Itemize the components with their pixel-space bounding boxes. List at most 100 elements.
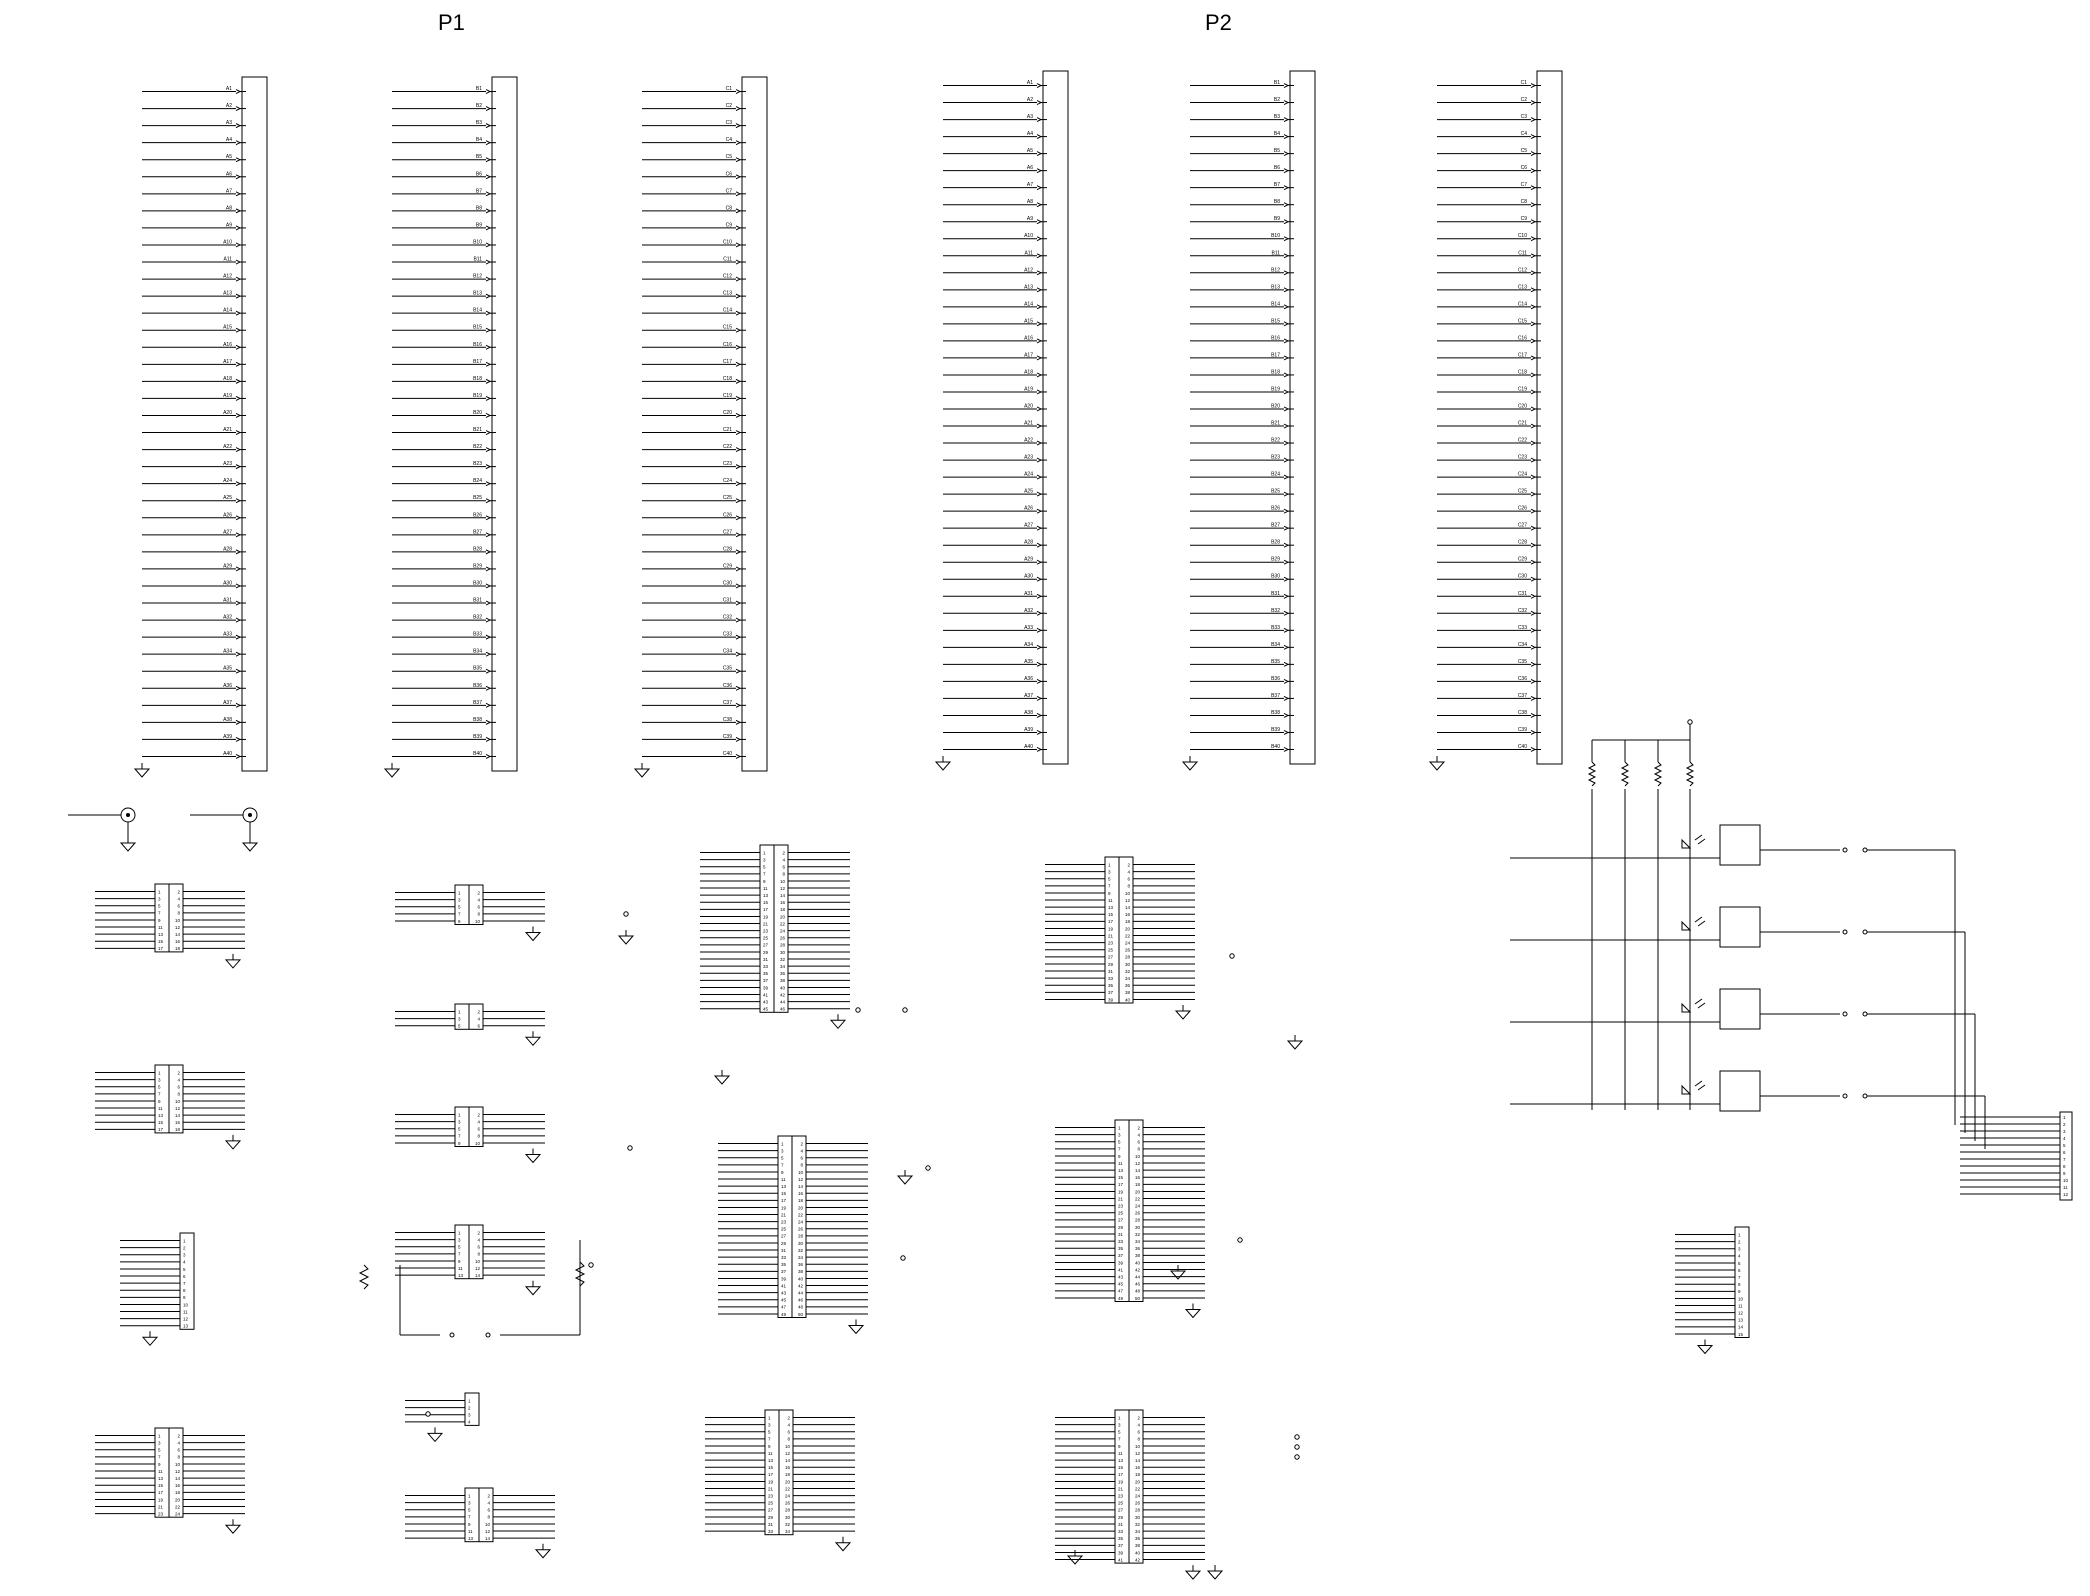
pin-number: 33 bbox=[763, 964, 769, 969]
pin-number: C18 bbox=[1518, 369, 1527, 375]
rca-inner-icon bbox=[248, 813, 252, 817]
pin-number: B10 bbox=[473, 239, 482, 245]
pin-number: 35 bbox=[1118, 1246, 1124, 1251]
ground-triangle bbox=[524, 1286, 542, 1296]
pin-number: C17 bbox=[1518, 352, 1527, 358]
cut-jumper-pin-icon bbox=[1842, 1011, 1848, 1017]
ground-icon bbox=[119, 837, 137, 852]
pin-number: B34 bbox=[1271, 642, 1280, 648]
pin-arrow bbox=[1283, 474, 1290, 480]
pin-number: 24 bbox=[798, 1219, 804, 1224]
cut-jumper-pin-icon bbox=[1862, 847, 1868, 853]
pin-arrow bbox=[735, 395, 742, 401]
pin-number: 1 bbox=[158, 889, 161, 894]
pin-number: 9 bbox=[1118, 1154, 1121, 1159]
pin-number: 14 bbox=[1738, 1325, 1744, 1330]
light-ray bbox=[1697, 1002, 1706, 1009]
spare485-extras bbox=[358, 1240, 586, 1338]
pin-number: 26 bbox=[798, 1227, 804, 1232]
pin-number: B27 bbox=[473, 529, 482, 535]
pin-number: 2 bbox=[183, 1245, 186, 1250]
pin-arrow bbox=[1530, 100, 1537, 105]
pin-number: 15 bbox=[1118, 1175, 1124, 1180]
pin-arrow bbox=[1036, 287, 1043, 293]
pin-number: B37 bbox=[473, 700, 482, 706]
pin-number: B19 bbox=[473, 393, 482, 399]
pin-number: 14 bbox=[1135, 1458, 1141, 1463]
pin-arrow bbox=[485, 259, 492, 265]
pin-number: C14 bbox=[1518, 301, 1527, 307]
pin-number: 6 bbox=[1137, 1430, 1140, 1435]
ground-triangle bbox=[241, 842, 259, 852]
pin-number: 2 bbox=[468, 1405, 471, 1410]
pin-number: 17 bbox=[1108, 919, 1114, 924]
pin-arrow bbox=[1036, 747, 1043, 752]
pin-arrow bbox=[235, 532, 242, 538]
pin-number: 3 bbox=[458, 897, 461, 902]
pin-number: A23 bbox=[1024, 455, 1033, 461]
pin-arrow bbox=[735, 719, 742, 725]
pin-number: 26 bbox=[780, 936, 786, 941]
pin-arrow bbox=[485, 276, 492, 282]
ground-icon bbox=[896, 1170, 914, 1185]
pin-number: A20 bbox=[1024, 403, 1033, 409]
pin-number: 37 bbox=[763, 978, 769, 983]
pin-number: 38 bbox=[1125, 990, 1131, 995]
ground-icon bbox=[1696, 1339, 1714, 1355]
pin-number: 5 bbox=[1738, 1261, 1741, 1266]
pin-number: B11 bbox=[473, 257, 482, 263]
pin-number: B38 bbox=[473, 717, 482, 723]
pin-number: A36 bbox=[223, 683, 232, 689]
jumper-pin-icon bbox=[449, 1332, 455, 1338]
pin-number: B29 bbox=[473, 563, 482, 569]
pin-number: 5 bbox=[458, 905, 461, 910]
pin-number: 20 bbox=[1125, 926, 1131, 931]
pin-number: 14 bbox=[475, 1273, 481, 1278]
pin-number: C27 bbox=[723, 529, 732, 535]
pin-arrow bbox=[1530, 304, 1537, 310]
pin-number: C13 bbox=[723, 291, 732, 297]
pin-arrow bbox=[485, 242, 492, 248]
ground-triangle bbox=[896, 1175, 914, 1185]
pin-arrow bbox=[1530, 457, 1537, 463]
pin-arrow bbox=[735, 464, 742, 470]
rail-terminal-icon bbox=[1294, 1444, 1300, 1450]
pin-number: 9 bbox=[158, 1099, 161, 1104]
ground-icon bbox=[426, 1427, 444, 1443]
pin-number: A17 bbox=[223, 359, 232, 365]
pin-arrow bbox=[485, 123, 492, 129]
pin-number: 14 bbox=[780, 893, 786, 898]
pin-arrow bbox=[1283, 168, 1290, 174]
pin-number: C12 bbox=[1518, 267, 1527, 273]
pin-number: 10 bbox=[1738, 1296, 1744, 1301]
pin-arrow bbox=[735, 89, 742, 94]
rail-terminal-icon bbox=[627, 1145, 633, 1151]
pin-number: C10 bbox=[723, 239, 732, 245]
pin-number: 5 bbox=[1118, 1140, 1121, 1145]
din-body bbox=[491, 76, 518, 772]
pin-number: 32 bbox=[1135, 1522, 1141, 1527]
pin-number: A24 bbox=[223, 478, 232, 484]
pin-number: A25 bbox=[223, 495, 232, 501]
pin-number: A27 bbox=[223, 529, 232, 535]
pin-number: 6 bbox=[1137, 1140, 1140, 1145]
pin-number: A40 bbox=[223, 751, 232, 757]
pin-arrow bbox=[1530, 406, 1537, 412]
pin-number: 2 bbox=[477, 1230, 480, 1235]
pin-number: 3 bbox=[468, 1413, 471, 1418]
pin-arrow bbox=[1530, 202, 1537, 208]
header-j2: 1357911131517192123252729313324681012141… bbox=[705, 1409, 855, 1536]
pin-number: A37 bbox=[223, 700, 232, 706]
pin-arrow bbox=[1530, 678, 1537, 684]
pin-number: 21 bbox=[1108, 933, 1114, 938]
pin-number: 3 bbox=[158, 896, 161, 901]
pin-number: B31 bbox=[473, 598, 482, 604]
pin-arrow bbox=[1036, 185, 1043, 191]
pin-arrow bbox=[235, 361, 242, 367]
pin-arrow bbox=[485, 361, 492, 367]
pin-number: 6 bbox=[477, 1127, 480, 1132]
pin-arrow bbox=[485, 174, 492, 180]
pin-arrow bbox=[235, 395, 242, 401]
pin-arrow bbox=[735, 293, 742, 299]
